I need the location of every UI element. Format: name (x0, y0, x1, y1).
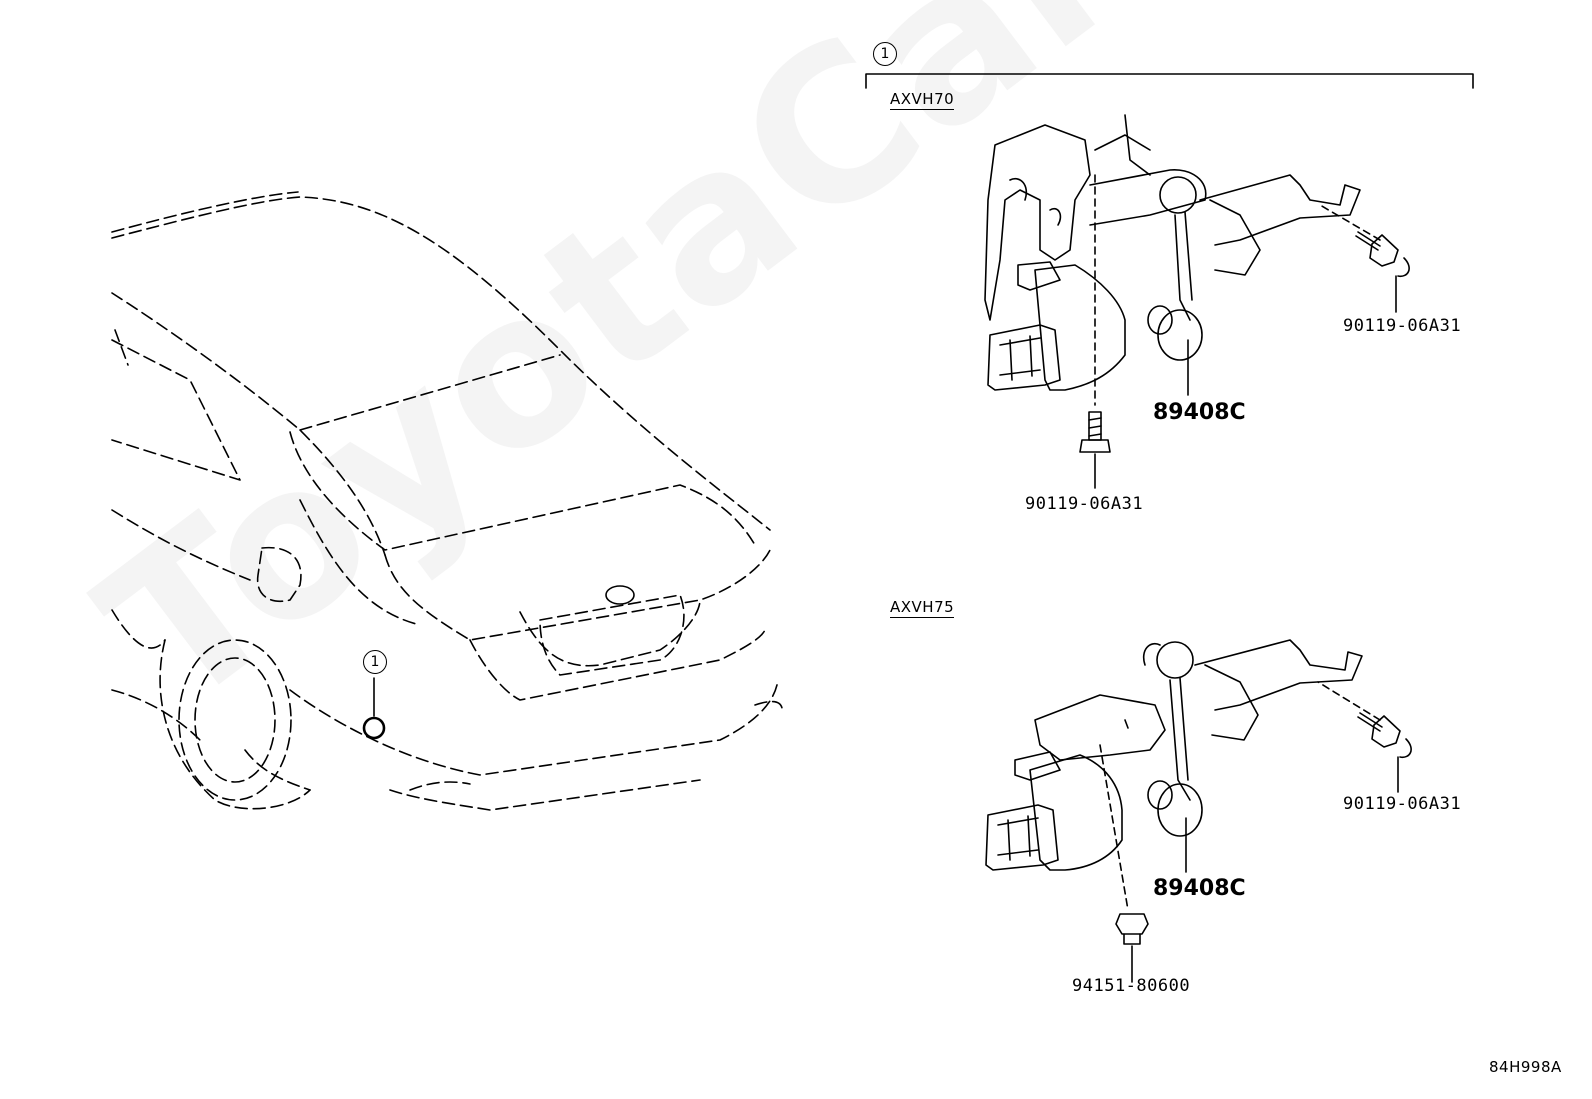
sensor-location-marker (362, 716, 386, 740)
part-number-upper-sensor: 89408C (1153, 400, 1246, 425)
variant-label-lower: AXVH75 (890, 598, 955, 618)
part-number-lower-nut: 94151-80600 (1072, 976, 1191, 996)
part-number-upper-bolt-right: 90119-06A31 (1343, 316, 1462, 336)
car-outline (111, 191, 783, 811)
part-number-lower-sensor: 89408C (1153, 876, 1246, 901)
group-bracket (865, 73, 1474, 89)
variant-label-upper: AXVH70 (890, 90, 955, 110)
part-number-lower-bolt-right: 90119-06A31 (1343, 794, 1462, 814)
part-number-upper-bolt-bottom: 90119-06A31 (1025, 494, 1144, 514)
upper-sensor-assembly (984, 114, 1410, 489)
car-emblem (605, 585, 635, 605)
lower-sensor-assembly (985, 639, 1412, 983)
group-callout: 1 (873, 42, 897, 66)
car-callout: 1 (363, 650, 387, 674)
diagram-code: 84H998A (1489, 1058, 1562, 1076)
